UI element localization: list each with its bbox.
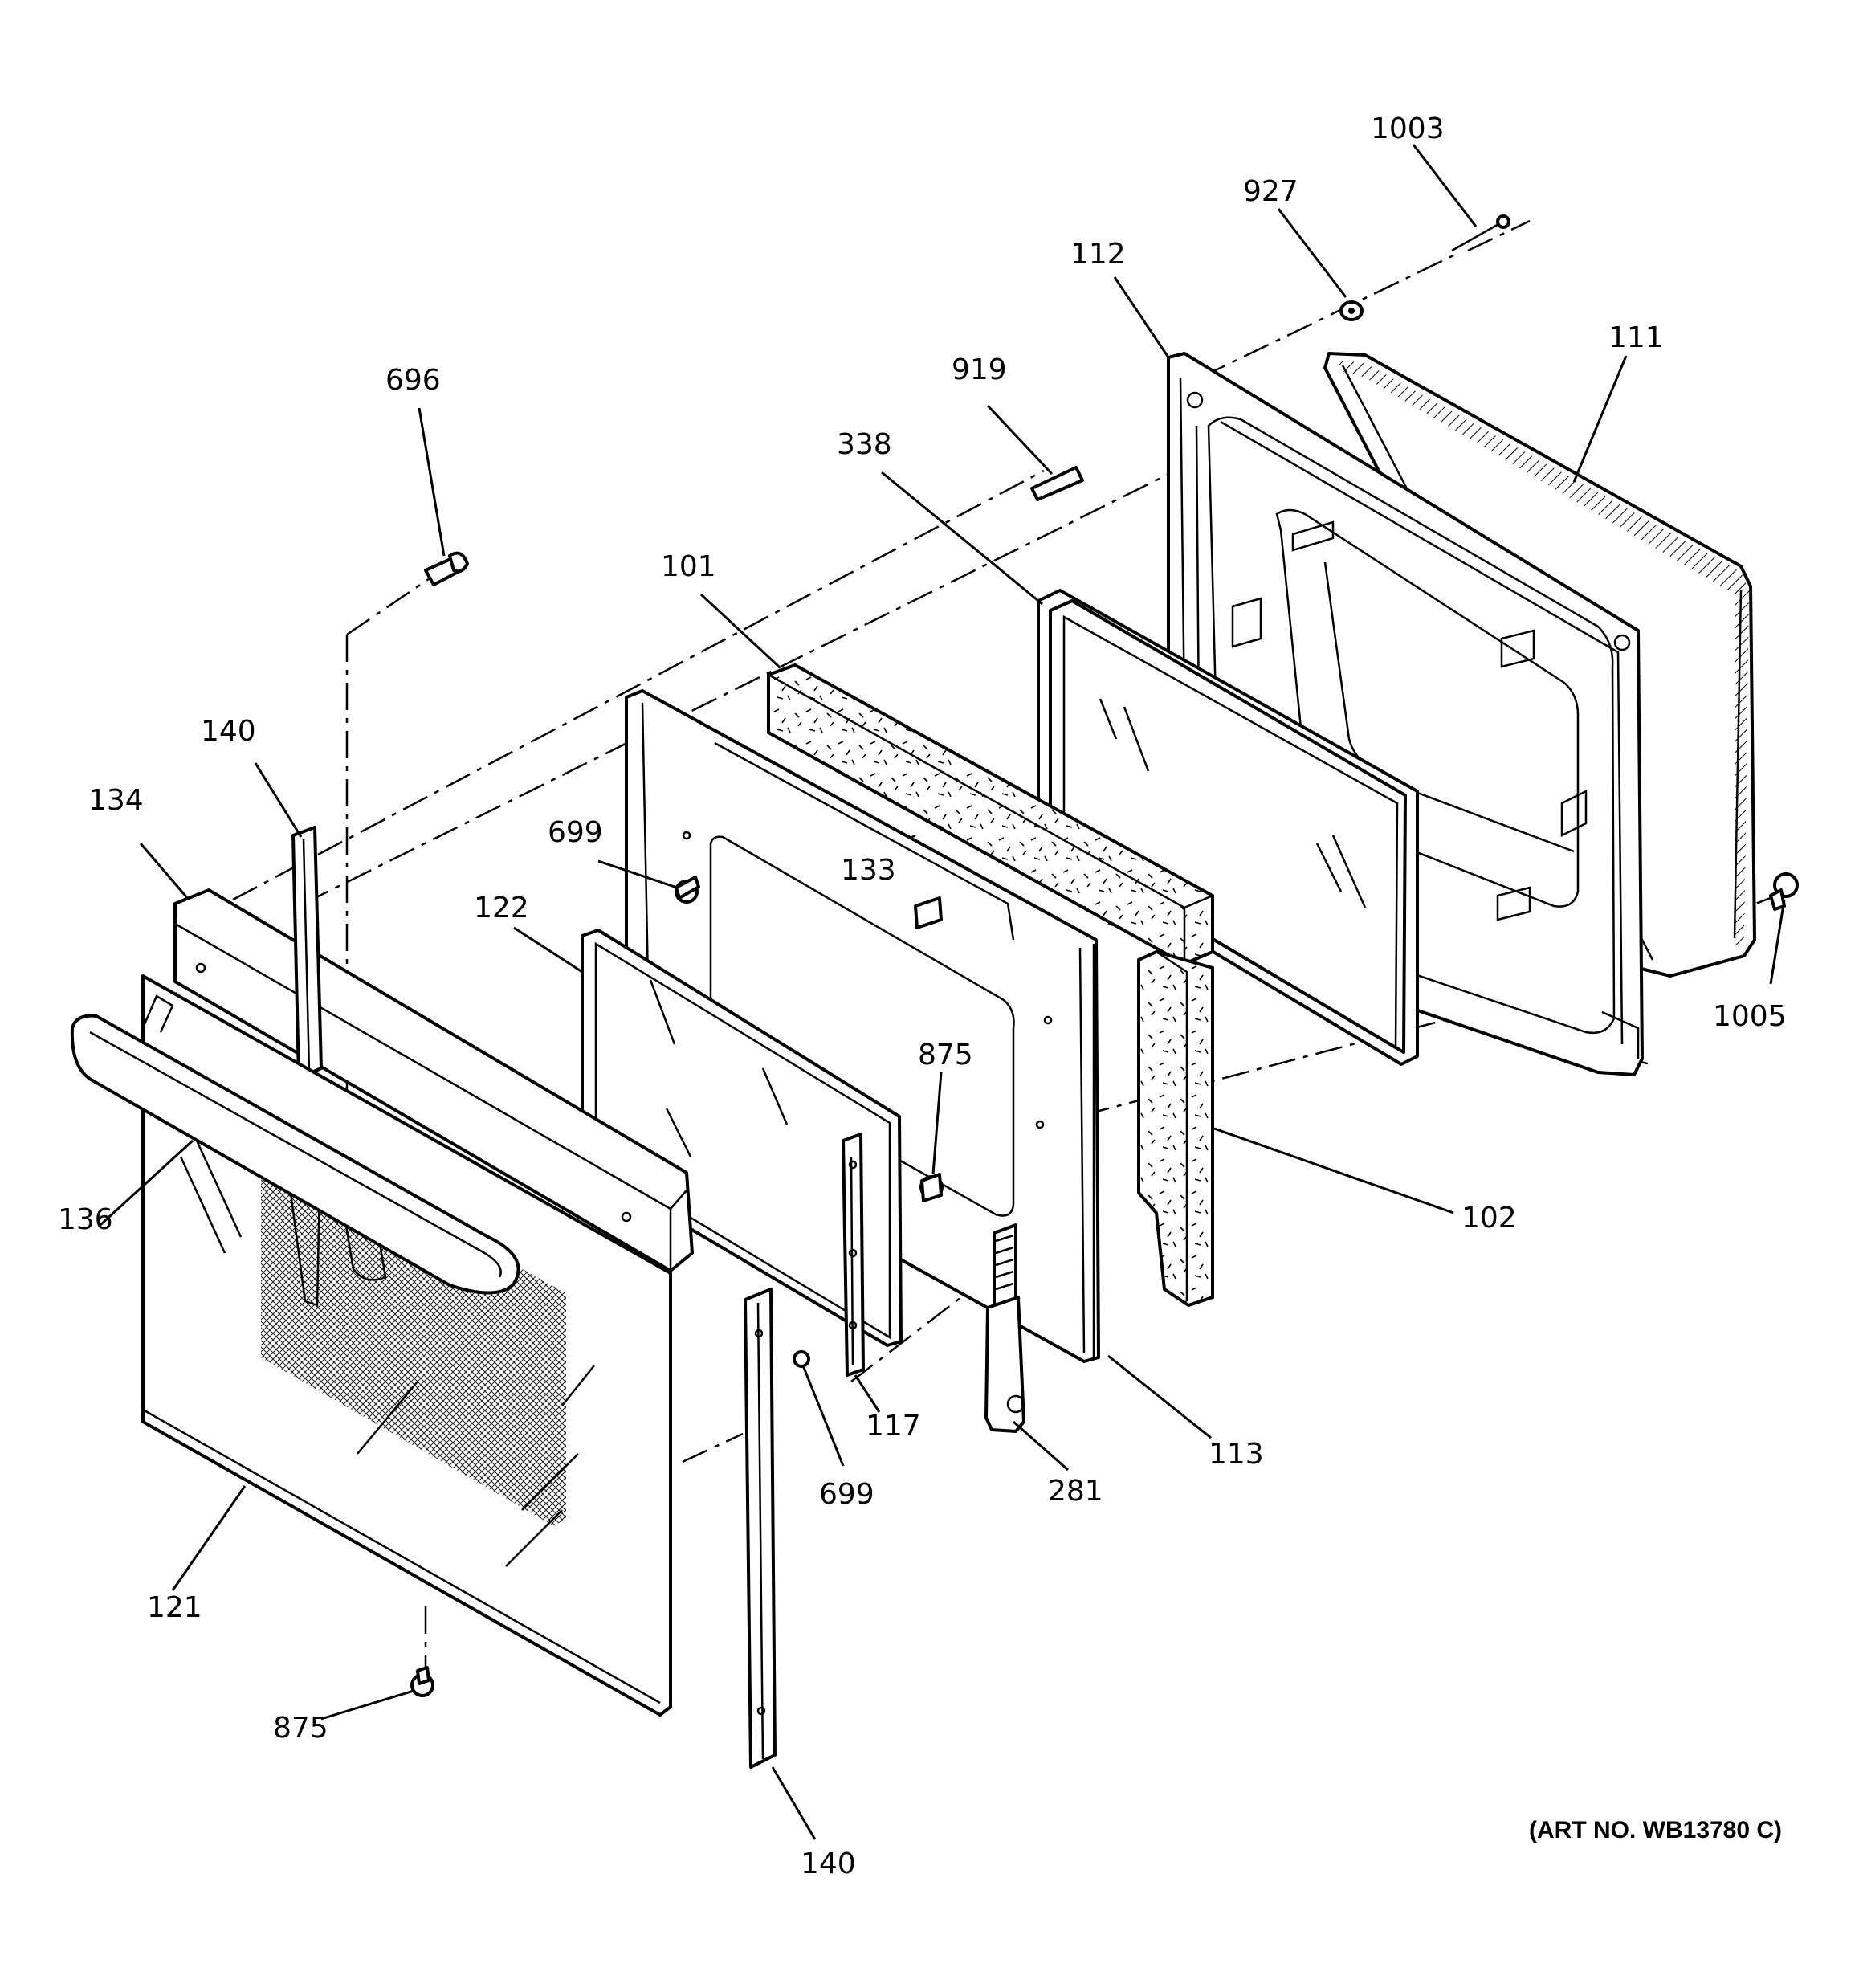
callout-117: 117: [866, 1410, 921, 1443]
callout-136: 136: [58, 1203, 113, 1236]
callout-699-lower: 699: [819, 1478, 874, 1511]
bracket-117: [842, 1133, 865, 1377]
screw-696: [424, 551, 469, 586]
callout-labels: 1003 927 112 111 919 696 338 101 140 134…: [58, 112, 1787, 1880]
callout-102: 102: [1461, 1202, 1517, 1235]
callout-113: 113: [1209, 1438, 1264, 1471]
art-number-label: (ART NO. WB13780 C): [1529, 1817, 1783, 1843]
callout-133: 133: [841, 854, 896, 887]
callout-875-middle: 875: [918, 1039, 973, 1072]
callout-919: 919: [952, 353, 1007, 386]
handle-136: [70, 994, 520, 1295]
callout-699-upper: 699: [548, 816, 603, 849]
callout-281: 281: [1048, 1475, 1103, 1508]
callout-140-lower: 140: [801, 1847, 856, 1880]
callout-1005: 1005: [1713, 1000, 1787, 1033]
callout-111: 111: [1608, 321, 1664, 354]
screw-875-middle: [919, 1173, 944, 1202]
callout-121: 121: [147, 1591, 202, 1624]
screw-699-upper: [675, 876, 700, 904]
hinge-281: [984, 1223, 1025, 1433]
leader-lines: [99, 144, 1786, 1840]
side-trim-140-lower: [744, 1288, 777, 1769]
screw-1003: [1451, 214, 1510, 252]
screw-875-bottom: [410, 1666, 434, 1697]
callout-122: 122: [474, 892, 529, 925]
side-trim-140-upper: [291, 826, 323, 1080]
callout-875-bottom: 875: [273, 1712, 328, 1745]
callout-112: 112: [1070, 238, 1126, 271]
callout-696: 696: [385, 364, 441, 397]
callout-927: 927: [1243, 175, 1298, 208]
callout-134: 134: [88, 784, 144, 817]
clip-133: [914, 896, 943, 929]
callout-1003: 1003: [1371, 112, 1445, 145]
callout-101: 101: [661, 550, 716, 583]
screw-699-lower: [793, 1350, 810, 1368]
callout-140-upper: 140: [201, 715, 256, 748]
insulation-101: [767, 663, 1214, 966]
callout-338: 338: [837, 428, 892, 461]
pin-919: [1030, 466, 1084, 501]
washer-927: [1339, 300, 1364, 321]
